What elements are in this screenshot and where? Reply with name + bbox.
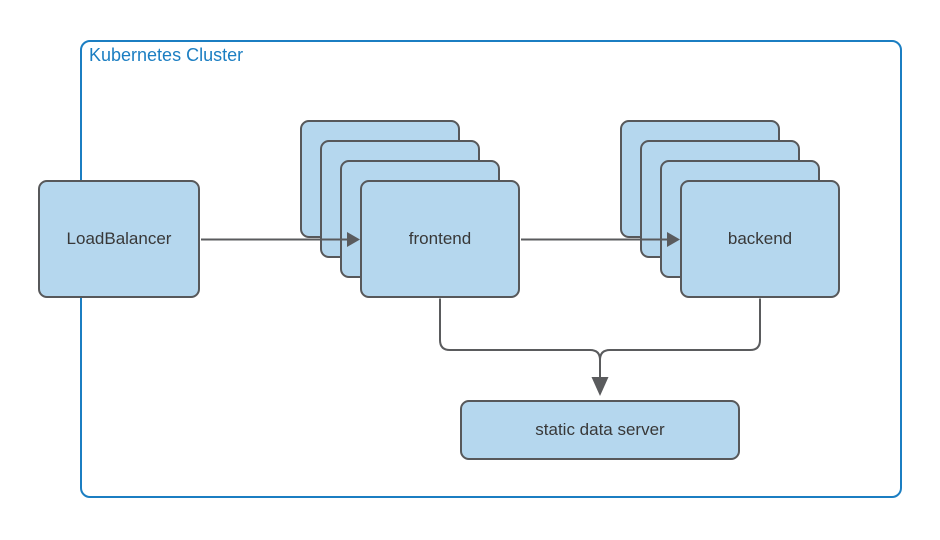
node-frontend: frontend xyxy=(360,180,520,298)
node-static-data-server-label: static data server xyxy=(535,420,665,439)
node-static-data-server: static data server xyxy=(460,400,740,460)
node-backend: backend xyxy=(680,180,840,298)
cluster-label: Kubernetes Cluster xyxy=(89,45,244,65)
node-backend-label: backend xyxy=(727,229,793,248)
node-loadbalancer-label: LoadBalancer xyxy=(66,229,172,248)
node-frontend-label: frontend xyxy=(408,229,472,248)
node-loadbalancer: LoadBalancer xyxy=(38,180,200,298)
